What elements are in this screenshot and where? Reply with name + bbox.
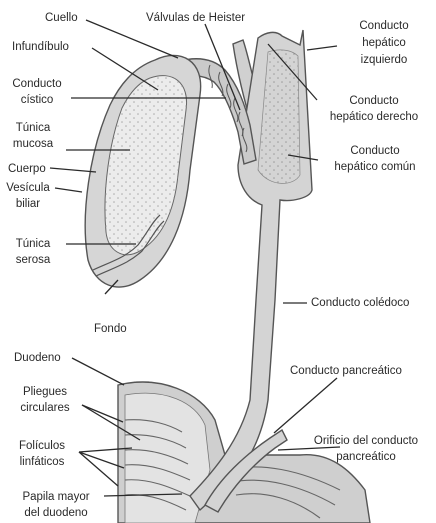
label-infundibulo: Infundíbulo [12,40,69,54]
label-hepatico-comun: Conducto hepático común [320,143,430,175]
label-vesicula-biliar: Vesícula biliar [2,180,54,212]
label-papila-mayor: Papila mayor del duodeno [8,489,104,521]
label-tunica-serosa: Túnica serosa [2,236,64,268]
label-cuerpo: Cuerpo [8,162,46,176]
label-fondo: Fondo [94,322,127,336]
label-duodeno: Duodeno [14,351,61,365]
label-valvulas-heister: Válvulas de Heister [146,11,245,25]
label-conducto-cistico: Conducto cístico [4,76,70,108]
label-foliculos-linfaticos: Folículos linfáticos [8,438,76,470]
label-orificio-pancreatico: Orificio del conducto pancreático [298,433,434,465]
label-hepatico-izquierdo: Conducto hepático izquierdo [340,18,428,69]
label-tunica-mucosa: Túnica mucosa [2,120,64,152]
label-conducto-coledoco: Conducto colédoco [311,296,409,310]
label-conducto-pancreatico: Conducto pancreático [290,364,402,378]
label-hepatico-derecho: Conducto hepático derecho [320,93,428,125]
label-pliegues-circulares: Pliegues circulares [10,384,80,416]
label-cuello: Cuello [45,11,78,25]
